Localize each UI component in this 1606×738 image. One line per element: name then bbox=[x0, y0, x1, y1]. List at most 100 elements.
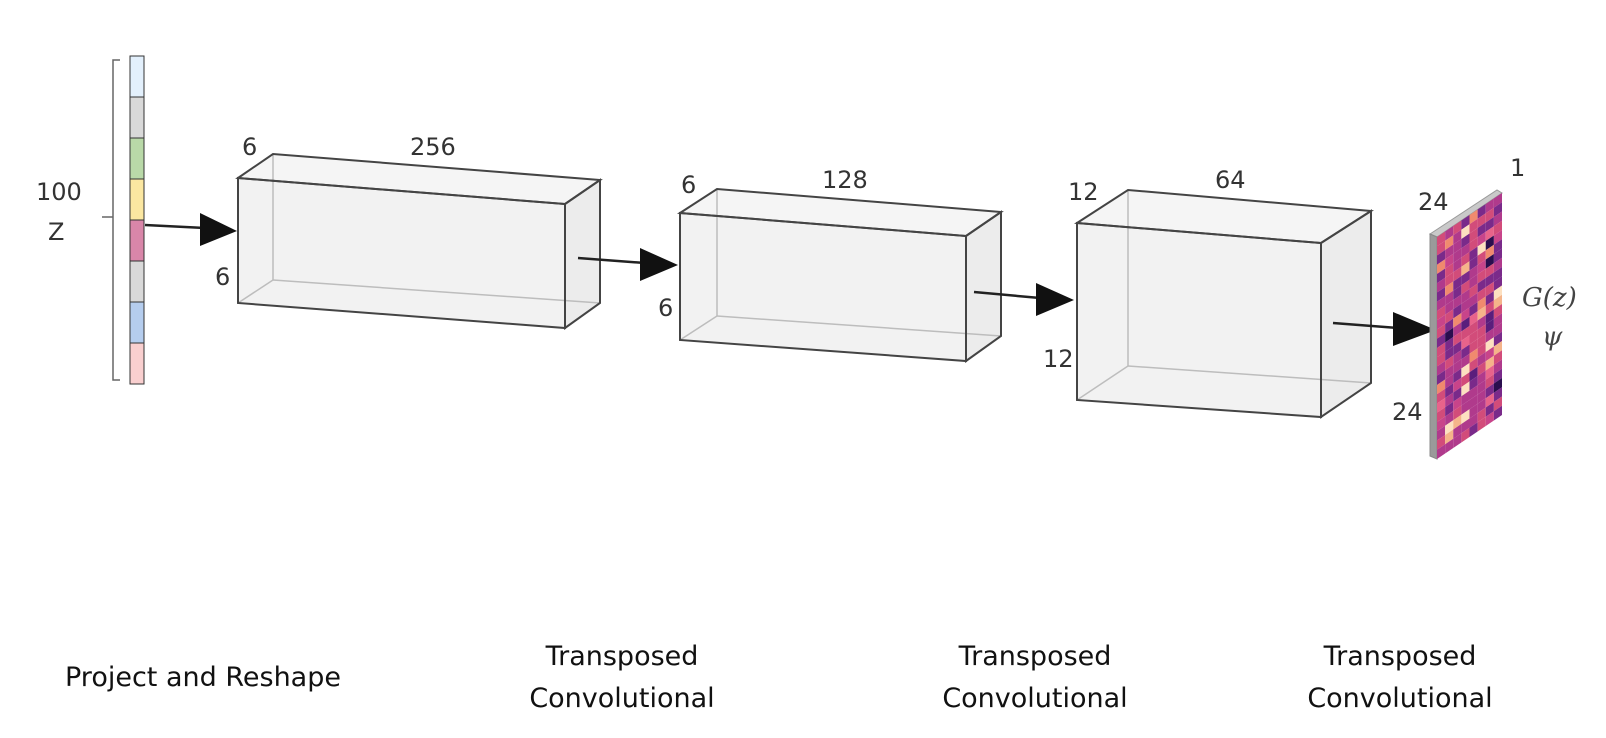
heatmap-cell bbox=[1437, 398, 1446, 413]
latent-cell bbox=[129, 342, 145, 385]
heatmap-cell bbox=[1453, 303, 1462, 319]
heatmap-cell bbox=[1453, 331, 1462, 347]
heatmap-cell bbox=[1445, 411, 1454, 426]
heatmap-cell bbox=[1437, 361, 1446, 376]
stage-label-tconv-3-line1: Transposed bbox=[1323, 641, 1477, 672]
heatmap-cell bbox=[1477, 213, 1486, 228]
heatmap-cell bbox=[1461, 353, 1470, 369]
heatmap-cell bbox=[1469, 228, 1478, 243]
heatmap-cell bbox=[1477, 407, 1486, 423]
heatmap-cell bbox=[1477, 268, 1486, 284]
heatmap-cell bbox=[1485, 226, 1494, 241]
heatmap-cell bbox=[1445, 309, 1454, 324]
heatmap-cell bbox=[1485, 318, 1494, 334]
heatmap-cell bbox=[1437, 277, 1446, 293]
heatmap-cell bbox=[1469, 237, 1478, 252]
feature-block-1 bbox=[235, 152, 603, 330]
heatmap-cell bbox=[1493, 267, 1502, 282]
heatmap-cell bbox=[1437, 351, 1446, 367]
heatmap-cell bbox=[1493, 285, 1502, 301]
heatmap-cell bbox=[1477, 259, 1486, 275]
heatmap-cell bbox=[1493, 248, 1502, 264]
block1-depth-label: 6 bbox=[242, 133, 257, 161]
heatmap-cell bbox=[1461, 270, 1470, 286]
heatmap-cell bbox=[1493, 202, 1502, 217]
block3-channels-label: 64 bbox=[1215, 166, 1246, 194]
heatmap-cell bbox=[1477, 379, 1486, 395]
heatmap-cell bbox=[1453, 294, 1462, 310]
heatmap-cell bbox=[1461, 372, 1470, 387]
block1-height-label: 6 bbox=[215, 263, 230, 291]
heatmap-cell bbox=[1461, 279, 1470, 295]
heatmap-cell bbox=[1469, 385, 1478, 400]
heatmap-cell bbox=[1437, 342, 1446, 358]
heatmap-cell bbox=[1437, 287, 1446, 302]
heatmap-cell bbox=[1477, 352, 1486, 367]
heatmap-cell bbox=[1477, 287, 1486, 302]
heatmap-cell bbox=[1477, 416, 1486, 432]
heatmap-cell bbox=[1461, 335, 1470, 350]
block2-height-label: 6 bbox=[658, 294, 673, 322]
heatmap-cell bbox=[1485, 281, 1494, 297]
stage-label-tconv-1-line2: Convolutional bbox=[529, 683, 715, 714]
heatmap-cell bbox=[1437, 305, 1446, 321]
heatmap-cell bbox=[1493, 387, 1502, 402]
heatmap-cell bbox=[1445, 374, 1454, 389]
heatmap-cell bbox=[1477, 342, 1486, 358]
heatmap-cell bbox=[1437, 250, 1446, 265]
heatmap-cell bbox=[1485, 392, 1494, 408]
latent-cell bbox=[129, 96, 145, 139]
heatmap-cell bbox=[1485, 291, 1494, 306]
feature-block-2 bbox=[676, 187, 1004, 363]
heatmap-cell bbox=[1445, 364, 1454, 380]
heatmap-cell bbox=[1469, 292, 1478, 308]
heatmap-cell bbox=[1461, 363, 1470, 378]
heatmap-cell bbox=[1477, 250, 1486, 265]
heatmap-cell bbox=[1445, 383, 1454, 398]
heatmap-cell bbox=[1493, 230, 1502, 245]
output-channels-label: 1 bbox=[1510, 154, 1525, 182]
heatmap-cell bbox=[1493, 331, 1502, 347]
heatmap-cell bbox=[1453, 340, 1462, 356]
heatmap-cell bbox=[1453, 266, 1462, 282]
heatmap-cell bbox=[1453, 257, 1462, 273]
output-name-label: G(z) bbox=[1522, 283, 1577, 313]
heatmap-cell bbox=[1453, 424, 1462, 439]
heatmap-cell bbox=[1453, 285, 1462, 300]
heatmap-cell bbox=[1493, 313, 1502, 328]
heatmap-cell bbox=[1437, 240, 1446, 256]
heatmap-cell bbox=[1485, 328, 1494, 343]
heatmap-cell bbox=[1437, 259, 1446, 274]
latent-bracket bbox=[102, 59, 120, 381]
heatmap-cell bbox=[1477, 305, 1486, 321]
heatmap-cell bbox=[1469, 283, 1478, 299]
heatmap-cell bbox=[1461, 307, 1470, 323]
heatmap-cell bbox=[1485, 244, 1494, 260]
heatmap-cell bbox=[1469, 246, 1478, 262]
heatmap-cell bbox=[1453, 248, 1462, 263]
heatmap-cell bbox=[1469, 311, 1478, 326]
heatmap-cell bbox=[1477, 296, 1486, 312]
heatmap-cell bbox=[1477, 324, 1486, 339]
heatmap-cell bbox=[1469, 265, 1478, 280]
block2-channels-label: 128 bbox=[822, 166, 868, 194]
heatmap-cell bbox=[1437, 314, 1446, 330]
heatmap-cell bbox=[1485, 402, 1494, 417]
heatmap-cell bbox=[1437, 388, 1446, 404]
stage-label-tconv-3-line2: Convolutional bbox=[1307, 683, 1493, 714]
heatmap-cell bbox=[1453, 396, 1462, 411]
heatmap-cell bbox=[1437, 333, 1446, 348]
heatmap-cell bbox=[1485, 235, 1494, 251]
heatmap-cell bbox=[1445, 346, 1454, 361]
latent-cell bbox=[129, 260, 145, 303]
stage-label-tconv-2-line2: Convolutional bbox=[942, 683, 1128, 714]
heatmap-cell bbox=[1445, 392, 1454, 408]
heatmap-cell bbox=[1461, 381, 1470, 397]
heatmap-cell bbox=[1445, 429, 1454, 445]
heatmap-cell bbox=[1453, 239, 1462, 254]
heatmap-cell bbox=[1445, 253, 1454, 269]
heatmap-cell bbox=[1485, 207, 1494, 223]
heatmap-cell bbox=[1453, 322, 1462, 337]
heatmap-cell bbox=[1493, 276, 1502, 291]
latent-cell bbox=[129, 55, 145, 98]
